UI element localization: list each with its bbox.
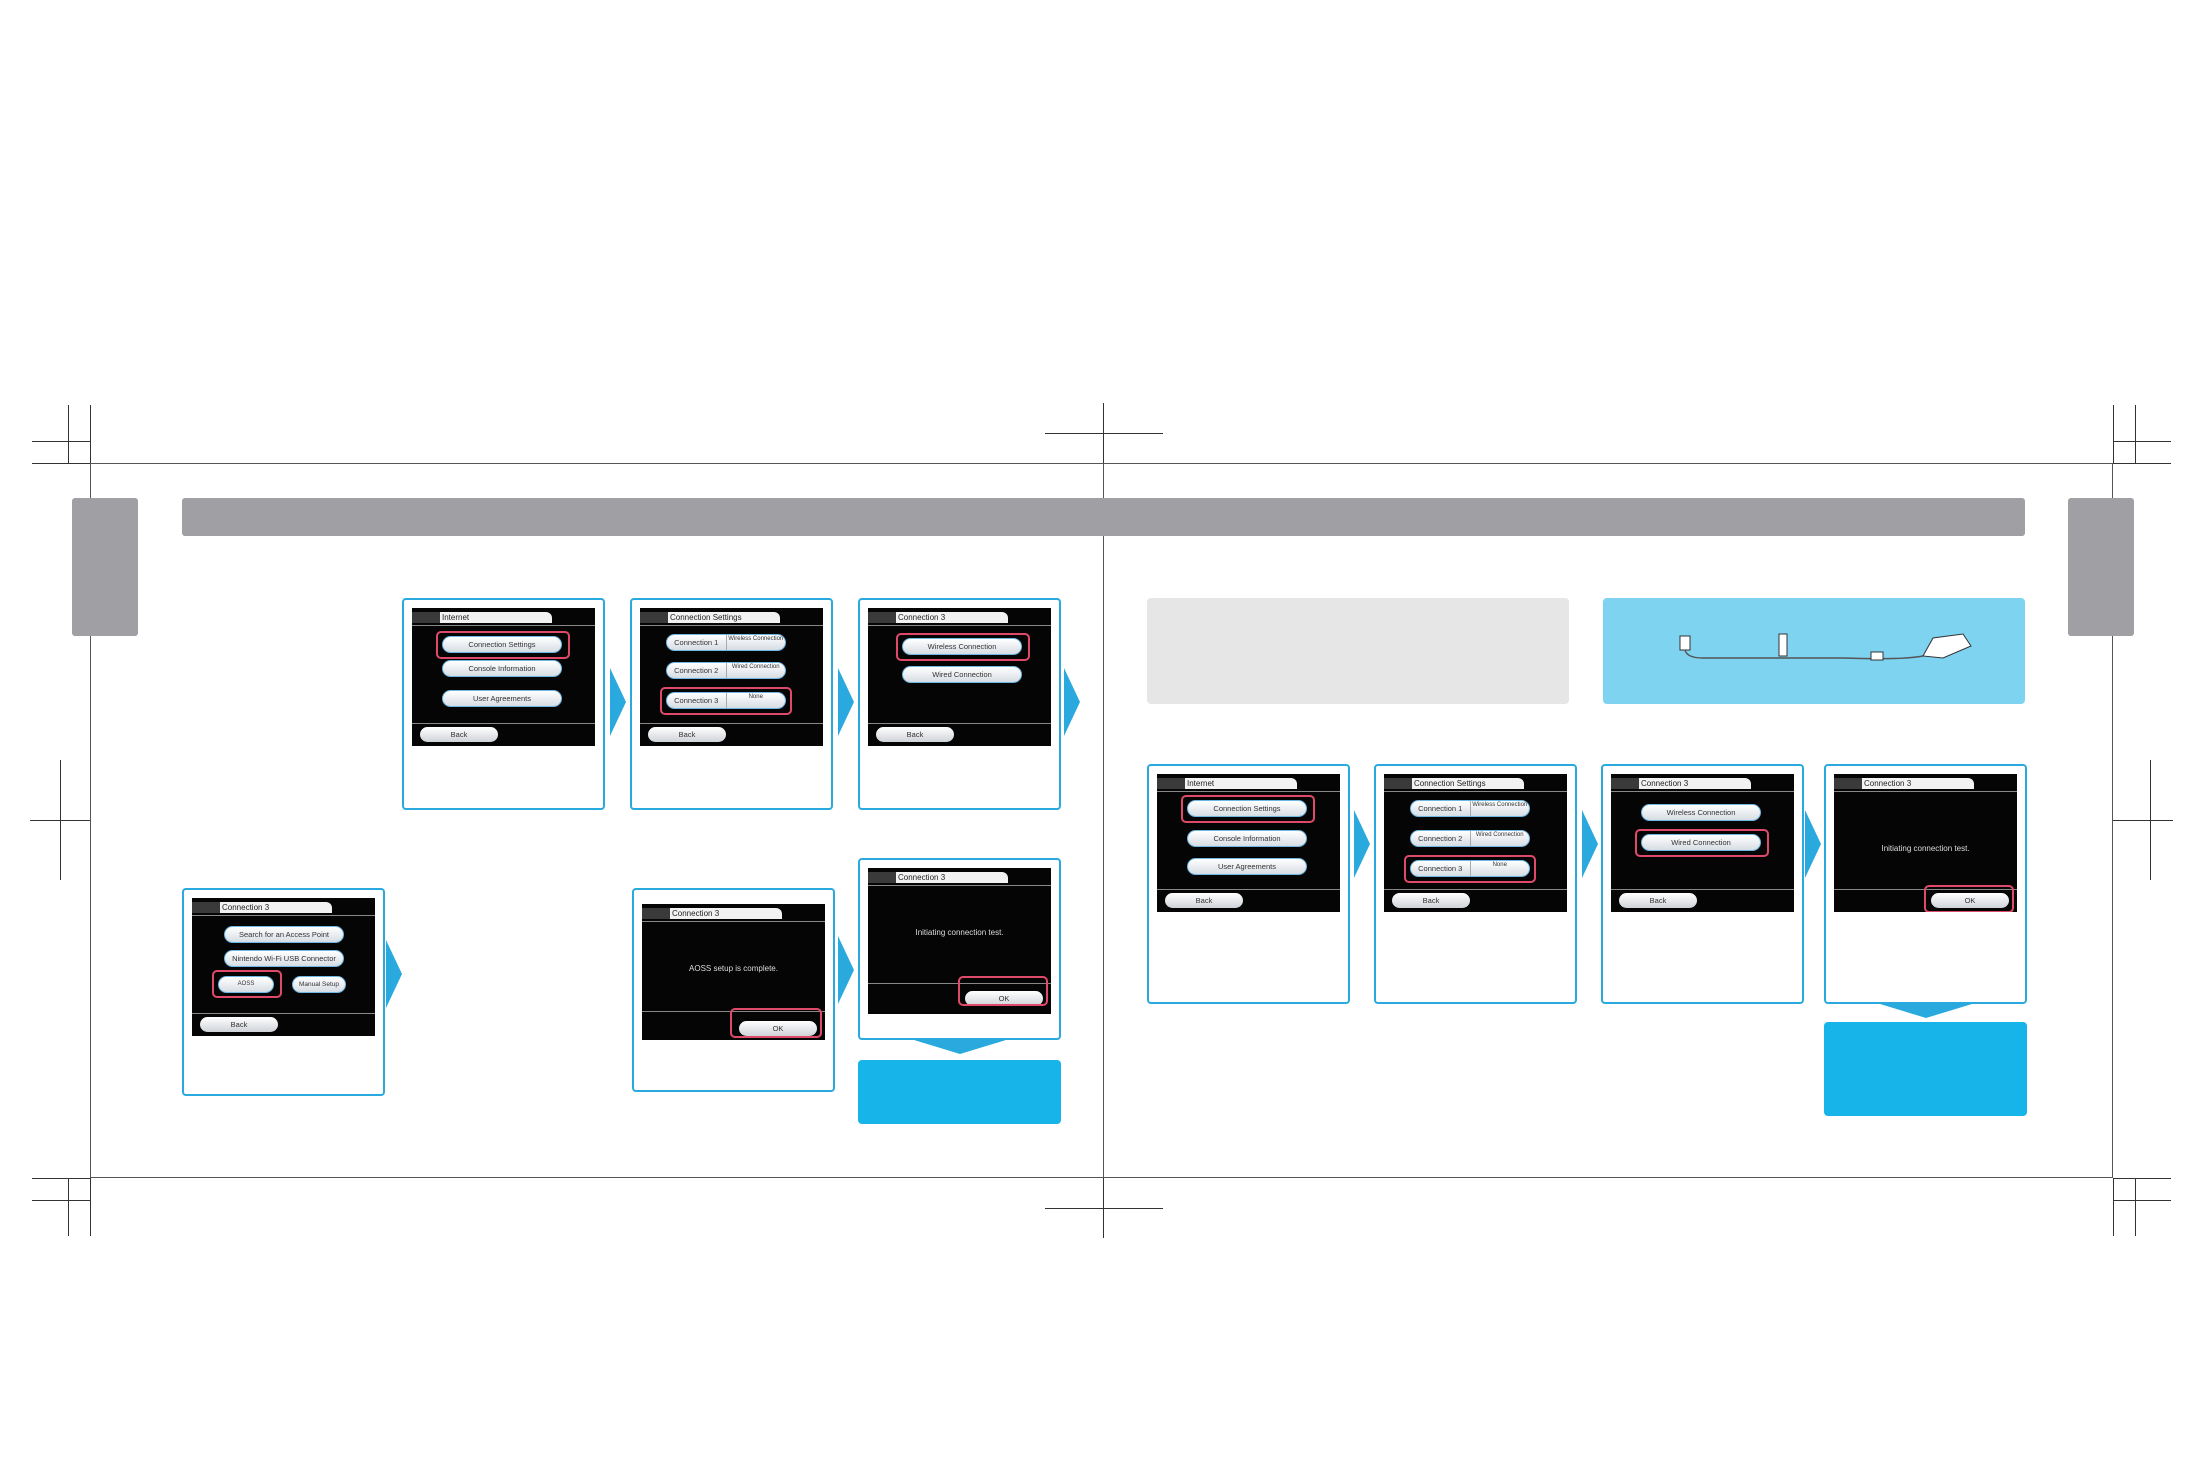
console-icon: [1778, 633, 1788, 657]
selection-highlight: [1404, 855, 1536, 883]
screen-title: Connection 3: [672, 909, 720, 918]
laptop-icon: [1922, 633, 1972, 659]
status-message: Initiating connection test.: [1881, 844, 1970, 853]
selection-highlight: [660, 687, 792, 715]
back-button[interactable]: Back: [1392, 893, 1470, 908]
status-message: Initiating connection test.: [915, 928, 1004, 937]
back-button[interactable]: Back: [200, 1017, 278, 1032]
ok-button[interactable]: OK: [1931, 893, 2009, 908]
screen-internet: Internet Connection Settings Console Inf…: [412, 608, 595, 746]
wired-connection-button[interactable]: Wired Connection: [1641, 834, 1761, 851]
back-button[interactable]: Back: [1165, 893, 1243, 908]
modem-icon: [1679, 635, 1691, 651]
back-button[interactable]: Back: [1619, 893, 1697, 908]
screen-title: Connection 3: [1864, 779, 1912, 788]
arrow-right-icon: [1582, 810, 1598, 878]
back-button[interactable]: Back: [420, 727, 498, 742]
selection-highlight: [436, 631, 570, 659]
info-box: [1147, 598, 1569, 704]
back-button[interactable]: Back: [876, 727, 954, 742]
cable-2: [1842, 655, 1924, 660]
user-agreements-button[interactable]: User Agreements: [442, 690, 562, 707]
screen-connection-test: Connection 3 Initiating connection test.…: [868, 868, 1051, 1014]
search-access-point-button[interactable]: Search for an Access Point: [224, 926, 344, 943]
screen-setup-method: Connection 3 Search for an Access Point …: [192, 898, 375, 1036]
user-agreements-button[interactable]: User Agreements: [1187, 858, 1307, 875]
wifi-usb-connector-button[interactable]: Nintendo Wi-Fi USB Connector: [224, 950, 344, 967]
screen-internet: Internet Connection Settings Console Inf…: [1157, 774, 1340, 912]
section-header-bar: [182, 498, 2025, 536]
arrow-down-icon: [914, 1040, 1006, 1054]
console-information-button[interactable]: Console Information: [1187, 830, 1307, 847]
screen-title: Connection Settings: [670, 613, 742, 622]
selection-highlight: [958, 976, 1048, 1006]
arrow-right-icon: [1064, 668, 1080, 736]
arrow-right-icon: [1805, 810, 1821, 878]
step-card-internet-wired: Internet Connection Settings Console Inf…: [1147, 764, 1350, 1004]
manual-setup-button[interactable]: Manual Setup: [292, 976, 346, 993]
screen-title: Internet: [442, 613, 470, 622]
arrow-right-icon: [1354, 810, 1370, 878]
wired-connection-diagram: [1679, 633, 1972, 661]
lan-adapter-icon: [1870, 651, 1884, 661]
step-card-wired-select: Connection 3 Wireless Connection Wired C…: [1601, 764, 1804, 1004]
screen-title: Connection 3: [1641, 779, 1689, 788]
screen-title: Connection 3: [898, 613, 946, 622]
step-card-internet: Internet Connection Settings Console Inf…: [402, 598, 605, 810]
wired-diagram: [1603, 598, 2025, 704]
connection-settings-button[interactable]: Connection Settings: [442, 636, 562, 653]
page-frame: [90, 463, 2113, 1178]
arrow-right-icon: [386, 940, 402, 1008]
result-box: [858, 1060, 1061, 1124]
selection-highlight: [1924, 885, 2014, 912]
step-card-setup-method: Connection 3 Search for an Access Point …: [182, 888, 385, 1096]
connection-settings-button[interactable]: Connection Settings: [1187, 800, 1307, 817]
screen-title: Connection Settings: [1414, 779, 1486, 788]
selection-highlight: [212, 970, 282, 998]
selection-highlight: [1181, 795, 1315, 823]
step-card-aoss-complete: Connection 3 AOSS setup is complete. OK: [632, 888, 835, 1092]
ok-button[interactable]: OK: [739, 1021, 817, 1036]
right-side-tab: [2068, 498, 2134, 636]
screen-title: Connection 3: [222, 903, 270, 912]
arrow-right-icon: [610, 668, 626, 736]
arrow-right-icon: [838, 936, 854, 1004]
screen-title: Connection 3: [898, 873, 946, 882]
result-box: [1824, 1022, 2027, 1116]
wired-connection-button[interactable]: Wired Connection: [902, 666, 1022, 683]
left-side-tab: [72, 498, 138, 636]
arrow-down-icon: [1880, 1004, 1972, 1018]
wireless-connection-button[interactable]: Wireless Connection: [902, 638, 1022, 655]
cable-1: [1684, 649, 1843, 659]
console-information-button[interactable]: Console Information: [442, 660, 562, 677]
selection-highlight: [730, 1008, 822, 1038]
screen-connection-test: Connection 3 Initiating connection test.…: [1834, 774, 2017, 912]
back-button[interactable]: Back: [648, 727, 726, 742]
arrow-right-icon: [838, 668, 854, 736]
aoss-button[interactable]: AOSS: [218, 976, 274, 993]
screen-title: Internet: [1187, 779, 1215, 788]
status-message: AOSS setup is complete.: [689, 964, 778, 973]
screen-aoss-complete: Connection 3 AOSS setup is complete. OK: [642, 904, 825, 1040]
page-divider: [1103, 463, 1104, 1178]
step-card-connection-test-wired: Connection 3 Initiating connection test.…: [1824, 764, 2027, 1004]
selection-highlight: [1635, 829, 1769, 857]
step-card-connection-test: Connection 3 Initiating connection test.…: [858, 858, 1061, 1040]
screen-connection-type: Connection 3 Wireless Connection Wired C…: [868, 608, 1051, 746]
screen-connection-type: Connection 3 Wireless Connection Wired C…: [1611, 774, 1794, 912]
selection-highlight: [896, 633, 1030, 661]
step-card-connection-3-type: Connection 3 Wireless Connection Wired C…: [858, 598, 1061, 810]
ok-button[interactable]: OK: [965, 991, 1043, 1006]
wireless-connection-button[interactable]: Wireless Connection: [1641, 804, 1761, 821]
